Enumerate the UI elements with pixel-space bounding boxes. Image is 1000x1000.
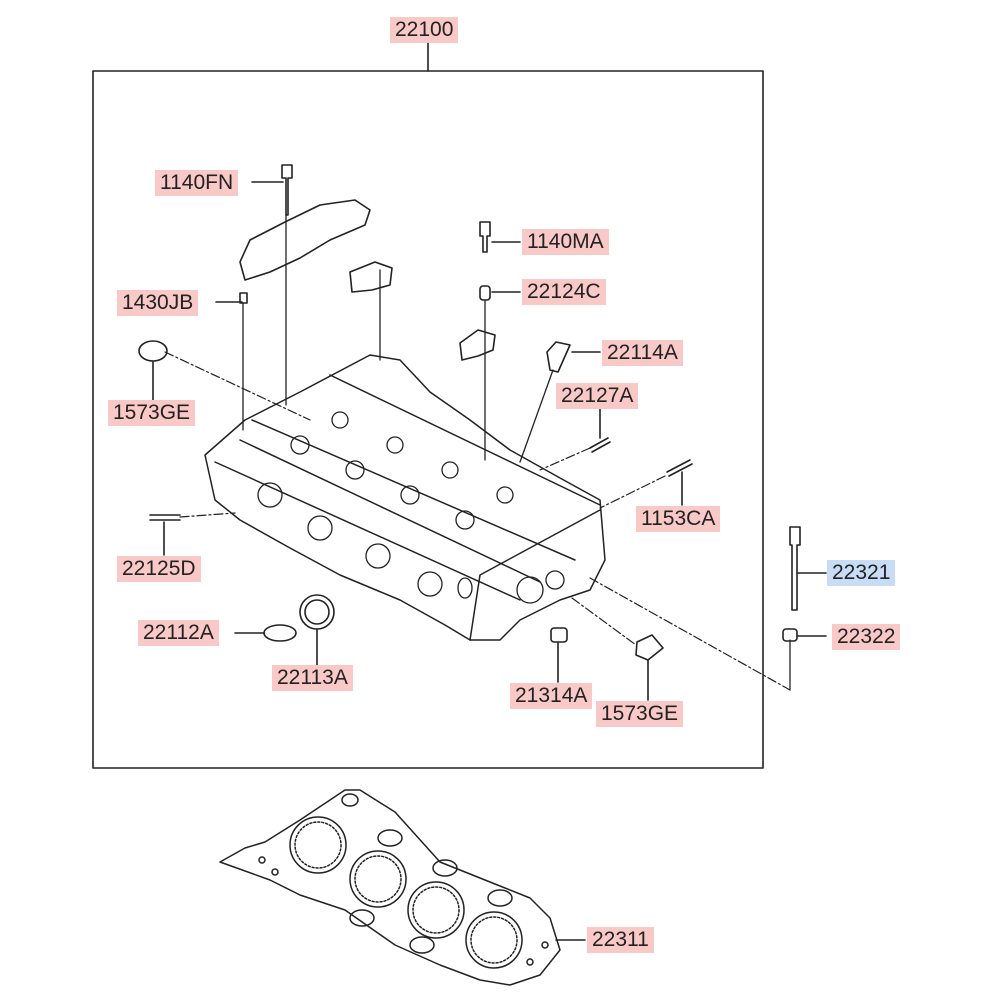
head-gasket: [219, 789, 561, 986]
cylinder-head: [204, 354, 606, 641]
callout-22321[interactable]: 22321: [827, 560, 896, 586]
cam-bearing-cap: [239, 199, 371, 281]
callout-1430JB[interactable]: 1430JB: [117, 290, 199, 316]
callout-1140FN[interactable]: 1140FN: [155, 170, 239, 196]
callout-1573GE-top[interactable]: 1573GE: [108, 400, 196, 426]
callout-22125D[interactable]: 22125D: [117, 556, 201, 582]
callout-22113A[interactable]: 22113A: [272, 665, 353, 691]
callout-1153CA[interactable]: 1153CA: [636, 506, 721, 532]
callout-22322[interactable]: 22322: [832, 624, 901, 650]
callout-22127A[interactable]: 22127A: [556, 383, 639, 409]
callout-21314A[interactable]: 21314A: [510, 683, 593, 709]
callout-22311[interactable]: 22311: [587, 927, 654, 953]
callout-1140MA[interactable]: 1140MA: [522, 229, 609, 255]
callout-1573GE-bottom[interactable]: 1573GE: [596, 701, 684, 727]
callout-22124C[interactable]: 22124C: [522, 279, 606, 305]
callout-22112A[interactable]: 22112A: [138, 620, 219, 646]
callout-22100[interactable]: 22100: [390, 17, 459, 43]
callout-22114A[interactable]: 22114A: [602, 340, 683, 366]
